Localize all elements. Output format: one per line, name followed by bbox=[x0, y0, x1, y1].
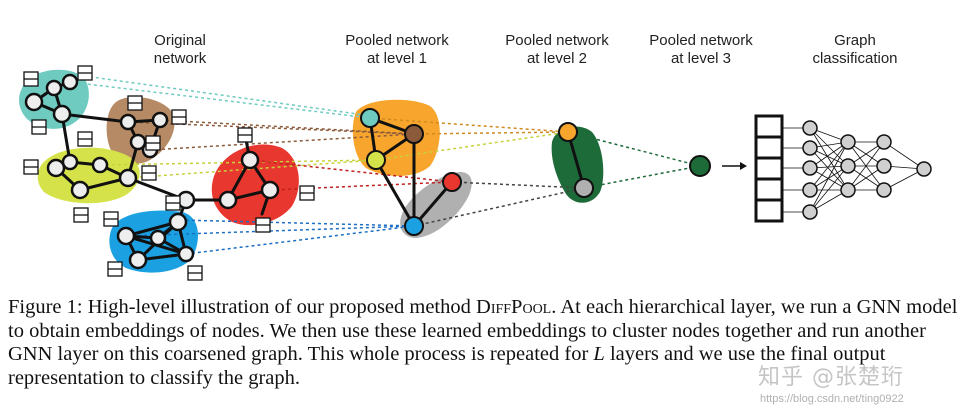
mlp-node bbox=[840, 134, 856, 150]
pooled-blobs bbox=[352, 99, 604, 238]
watermark-url: https://blog.csdn.net/ting0922 bbox=[760, 393, 904, 405]
stage-label-level1-l1: Pooled network bbox=[345, 32, 449, 49]
map-line-red bbox=[249, 159, 453, 183]
map-line-blue bbox=[179, 219, 415, 227]
embedding-vector bbox=[754, 114, 784, 223]
map-line-blue-2 bbox=[185, 225, 415, 255]
feature-boxes bbox=[23, 65, 315, 281]
stage-label-level2-l1: Pooled network bbox=[505, 32, 609, 49]
caption-prefix: Figure 1: High-level illustration of our… bbox=[8, 296, 477, 318]
pooled-node-teal bbox=[360, 108, 380, 128]
mlp-node bbox=[840, 182, 856, 198]
caption-variable: L bbox=[593, 343, 605, 365]
mlp-node bbox=[802, 204, 818, 220]
mlp-edge bbox=[809, 147, 849, 191]
mlp-edge bbox=[847, 141, 885, 191]
watermark-text: 知乎 @张楚珩 bbox=[758, 365, 904, 390]
caption-method-name: DiffPool bbox=[476, 296, 552, 318]
map-line-teal-2 bbox=[83, 75, 373, 117]
arrow-icon bbox=[722, 162, 747, 170]
stage-label-level2-l2: at level 2 bbox=[527, 50, 587, 67]
map-line-l2-bottom bbox=[583, 165, 701, 189]
mlp-edge bbox=[809, 165, 849, 213]
caption-body: . At each hierarchical layer, we run a G… bbox=[8, 296, 958, 365]
map-line-teal bbox=[69, 81, 371, 119]
map-line-l1-gray-2 bbox=[451, 181, 585, 189]
mlp-edge bbox=[809, 127, 849, 191]
pooled-node-level3 bbox=[689, 155, 711, 177]
map-line-brown-3 bbox=[149, 133, 415, 151]
stage-label-original-l2: network bbox=[154, 50, 207, 67]
pooled-node-gray bbox=[574, 178, 594, 198]
map-line-l1-orange bbox=[413, 131, 569, 135]
stage-labels: Original network Pooled network at level… bbox=[154, 32, 898, 67]
mlp-node bbox=[840, 158, 856, 174]
mlp-node bbox=[802, 120, 818, 136]
stage-label-classify-l1: Graph bbox=[834, 32, 876, 49]
stage-label-level3-l2: at level 3 bbox=[671, 50, 731, 67]
mlp-node bbox=[876, 182, 892, 198]
mlp-classifier bbox=[782, 120, 932, 220]
mlp-edge bbox=[809, 127, 849, 167]
map-line-l2-top bbox=[567, 131, 701, 167]
level2-graph bbox=[558, 122, 594, 198]
mlp-node bbox=[876, 134, 892, 150]
mapping-lines bbox=[69, 75, 701, 255]
figure-caption: Figure 1: High-level illustration of our… bbox=[8, 296, 958, 390]
stage-label-level1-l2: at level 1 bbox=[367, 50, 427, 67]
mlp-edge bbox=[883, 141, 925, 170]
mlp-node bbox=[876, 158, 892, 174]
level1-graph bbox=[360, 108, 462, 236]
mlp-node bbox=[802, 160, 818, 176]
mlp-node bbox=[916, 161, 932, 177]
stage-label-original-l1: Original bbox=[154, 32, 206, 49]
original-nodes bbox=[24, 73, 280, 270]
mlp-edge bbox=[809, 141, 849, 191]
mlp-edge bbox=[809, 141, 849, 213]
caption-tail: layers and we use the final output repre… bbox=[8, 343, 886, 389]
pooled-node-lime bbox=[366, 150, 386, 170]
pooled-node-orange bbox=[558, 122, 578, 142]
pooled-node-blue bbox=[404, 216, 424, 236]
mlp-node bbox=[802, 140, 818, 156]
pooled-node-brown bbox=[404, 124, 424, 144]
pooled-node-red bbox=[442, 172, 462, 192]
map-line-lime bbox=[99, 159, 377, 166]
stage-label-level3-l1: Pooled network bbox=[649, 32, 753, 49]
diffpool-figure: Original network Pooled network at level… bbox=[19, 32, 932, 281]
map-line-l1-lime bbox=[375, 131, 569, 161]
mlp-node bbox=[802, 182, 818, 198]
stage-label-classify-l2: classification bbox=[812, 50, 897, 67]
map-line-l1-gray bbox=[413, 187, 585, 227]
